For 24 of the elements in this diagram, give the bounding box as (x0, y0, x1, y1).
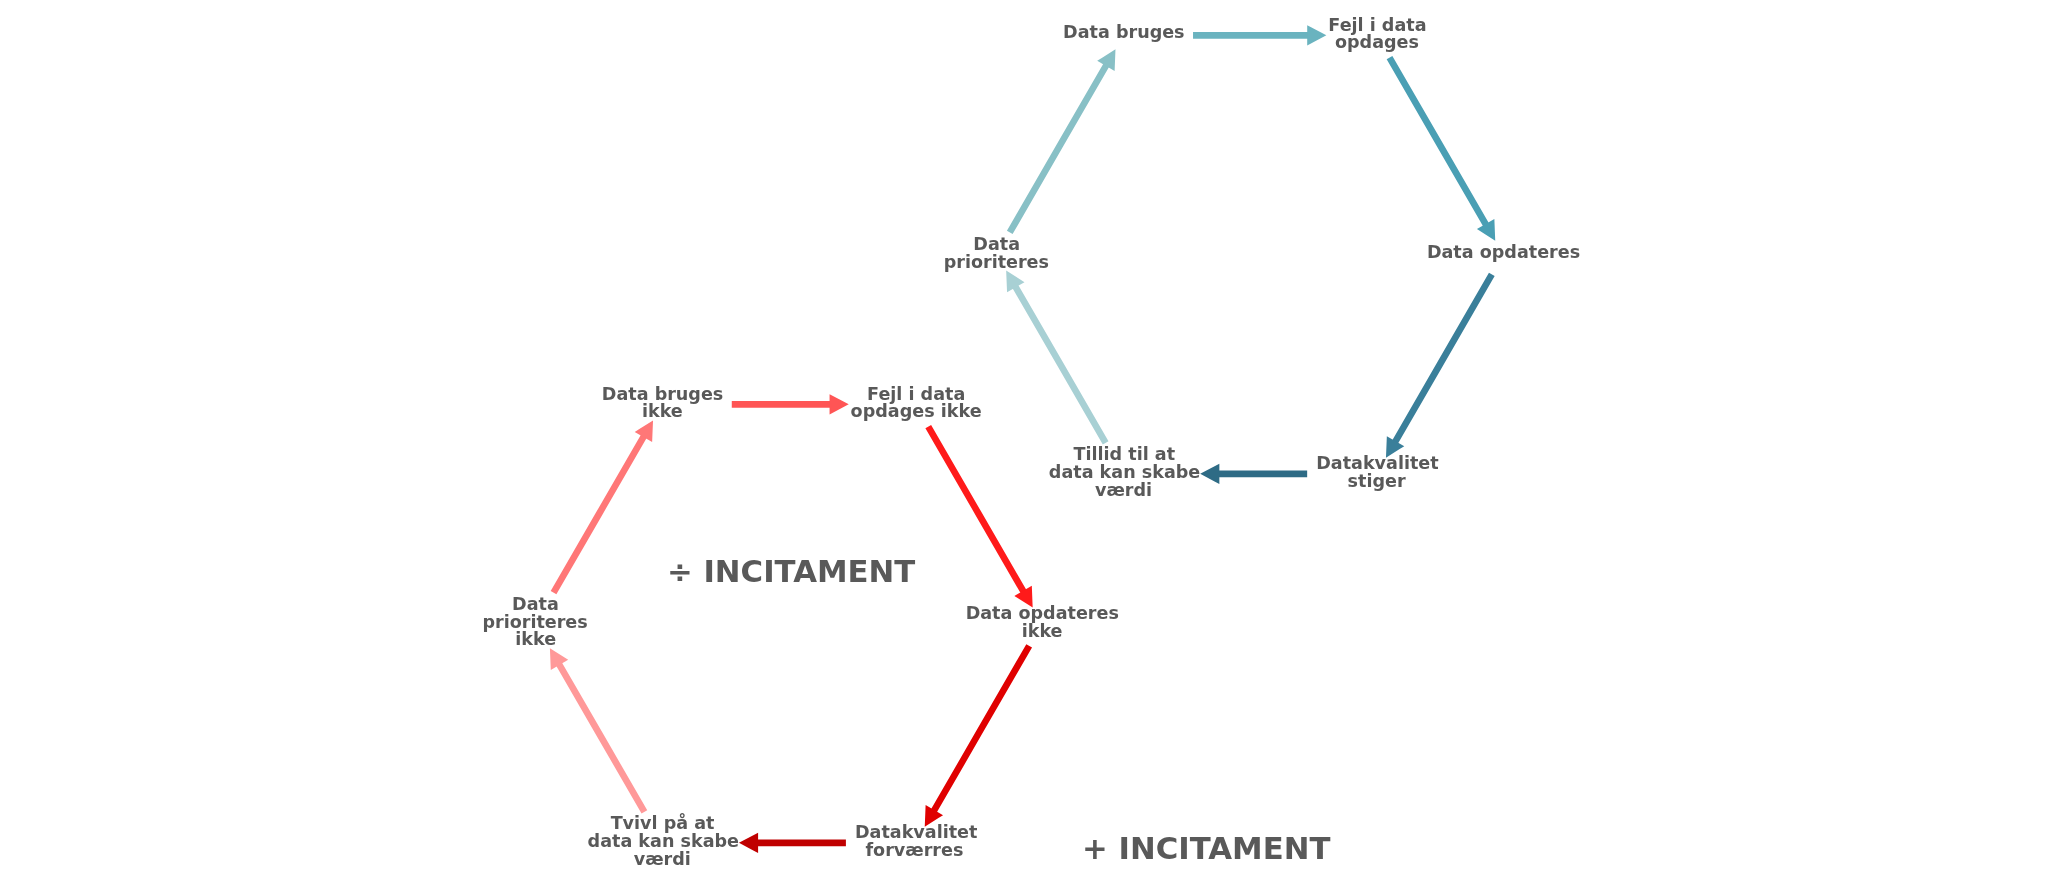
node-text: Data opdateres ikke (965, 602, 1119, 641)
node-text: Data prioriteres (943, 233, 1050, 272)
node-text: Fejl i data opdages ikke (850, 383, 982, 421)
arrow (549, 647, 648, 814)
arrow (1200, 463, 1308, 484)
node-text: Tillid til at data kan skabe værdi (1048, 443, 1201, 500)
node-text: Tvivl på at data kan skabe værdi (587, 812, 739, 869)
node-text: Fejl i data opdages (1328, 14, 1427, 52)
arrow (924, 643, 1033, 827)
node-text: Data opdateres (1426, 241, 1581, 262)
arrow (550, 419, 653, 594)
arrow (731, 393, 849, 414)
arrow (1386, 55, 1496, 241)
label: ÷ INCITAMENT (666, 552, 916, 589)
arrow (925, 424, 1033, 607)
arrow (1385, 272, 1495, 458)
node-text: Data prioriteres ikke (482, 593, 588, 649)
label: + INCITAMENT (1082, 829, 1331, 866)
arrow (1006, 48, 1116, 234)
node-text: Data bruges (1063, 21, 1185, 42)
node-text: Datakvalitet stiger (1316, 452, 1439, 491)
node-text: Datakvalitet forværres (855, 821, 978, 860)
arrow (1006, 270, 1109, 445)
node-text: Data bruges ikke (601, 383, 724, 421)
